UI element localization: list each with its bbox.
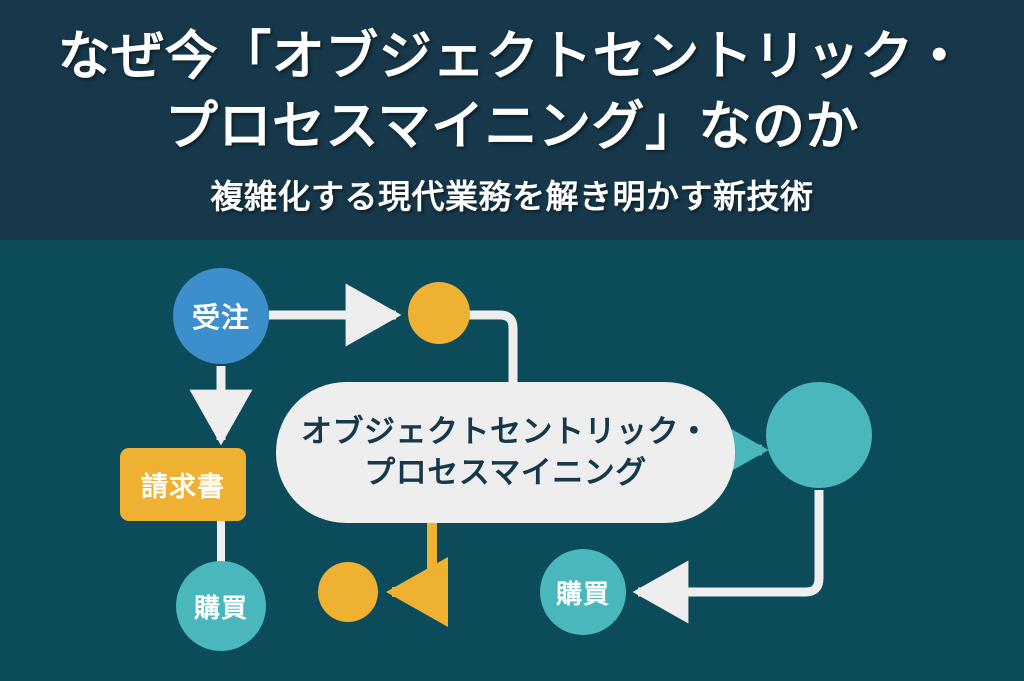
connector-yellow-dot-to-card xyxy=(462,310,518,390)
node-purchase-left-label: 購買 xyxy=(193,593,248,624)
node-order-label: 受注 xyxy=(191,301,250,334)
ocpm-concept-card-text: オブジェクトセントリック・ プロセスマイニング xyxy=(301,412,710,494)
page-title-line-2: プロセスマイニング」なのか xyxy=(165,95,859,157)
connector-teal-circle-to-purchase-right xyxy=(632,490,824,624)
node-dot-yellow-top[interactable] xyxy=(408,282,470,344)
node-dot-teal-large[interactable] xyxy=(766,382,872,488)
diagram-connectors xyxy=(189,283,824,627)
node-purchase-left[interactable]: 購買 xyxy=(176,561,266,651)
node-purchase-right[interactable]: 購買 xyxy=(540,549,626,635)
page-title: なぜ今「オブジェクトセントリック・ プロセスマイニング」なのか xyxy=(12,22,1012,162)
node-purchase-right-label: 購買 xyxy=(555,579,610,610)
ocpm-card-line-2: プロセスマイニング xyxy=(364,454,647,491)
connector-card-to-yellow-dot-bottom xyxy=(385,523,448,627)
page-title-line-1: なぜ今「オブジェクトセントリック・ xyxy=(57,26,967,87)
node-dot-yellow-bottom[interactable] xyxy=(318,562,378,622)
node-invoice-label: 請求書 xyxy=(141,472,225,503)
ocpm-card-line-1: オブジェクトセントリック・ xyxy=(301,413,710,450)
process-diagram: オブジェクトセントリック・ プロセスマイニング 受注 請求書 購買 購買 xyxy=(0,240,1024,681)
node-order[interactable]: 受注 xyxy=(173,268,269,364)
ocpm-concept-card[interactable]: オブジェクトセントリック・ プロセスマイニング xyxy=(276,382,735,523)
header-band: なぜ今「オブジェクトセントリック・ プロセスマイニング」なのか 複雑化する現代業… xyxy=(0,0,1024,240)
node-invoice[interactable]: 請求書 xyxy=(120,448,246,521)
page-subtitle: 複雑化する現代業務を解き明かす新技術 xyxy=(210,176,814,216)
